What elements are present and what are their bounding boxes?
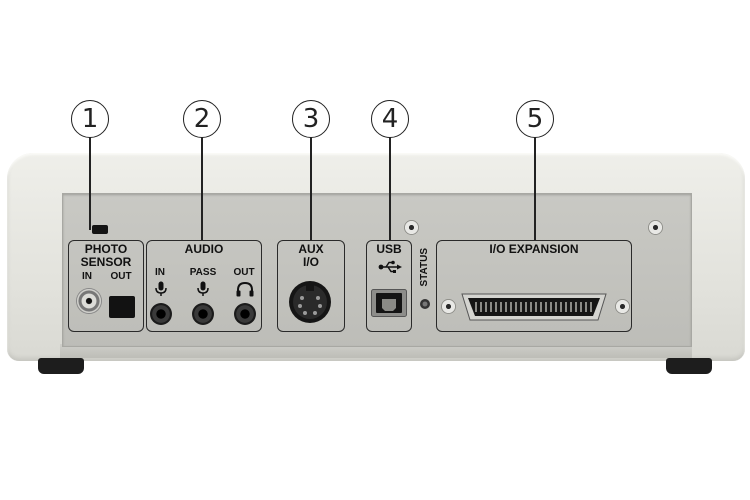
callout-1-leader [89, 136, 91, 230]
usb-title: USB [376, 242, 402, 256]
audio-out-jack[interactable] [234, 303, 256, 325]
io-expansion-title: I/O EXPANSION [489, 242, 579, 256]
photo-sensor-panel [68, 240, 144, 332]
photo-sensor-title: PHOTO SENSOR [68, 243, 144, 268]
aux-io-title: AUX I/O [277, 243, 345, 268]
callout-5: 5 [516, 100, 554, 138]
audio-panel [146, 240, 262, 332]
status-led [420, 299, 430, 309]
status-label: STATUS [418, 248, 430, 287]
chassis-lip [60, 344, 692, 358]
callout-2: 2 [183, 100, 221, 138]
foot-right [666, 358, 712, 374]
photo-sensor-in-bnc-port[interactable] [77, 289, 101, 313]
callout-3-leader [310, 136, 312, 240]
photo-sensor-toggle[interactable] [92, 225, 108, 234]
foot-left [38, 358, 84, 374]
usb-panel [366, 240, 412, 332]
photo-sensor-out-label: OUT [110, 271, 132, 282]
aux-io-title-line2: I/O [302, 254, 319, 269]
headphones-icon [236, 281, 254, 297]
microphone-icon [155, 281, 167, 296]
audio-pass-jack[interactable] [192, 303, 214, 325]
callout-5-leader [534, 136, 536, 240]
usb-symbol-icon [378, 260, 402, 273]
plate-screw-2 [648, 220, 663, 235]
io-expansion-panel [436, 240, 632, 332]
microphone-pass-icon [197, 281, 209, 296]
audio-pass-label: PASS [189, 267, 217, 278]
io-expansion-screw-left [441, 299, 456, 314]
photo-sensor-in-label: IN [82, 271, 92, 282]
photo-sensor-out-port[interactable] [109, 296, 135, 318]
aux-io-panel [277, 240, 345, 332]
audio-title: AUDIO [184, 242, 224, 256]
audio-in-label: IN [155, 267, 165, 278]
callout-1: 1 [71, 100, 109, 138]
photo-sensor-title-line2: SENSOR [80, 254, 132, 269]
audio-out-label: OUT [233, 267, 255, 278]
aux-mini-din-port[interactable] [288, 280, 332, 324]
photo-sensor-title-line1: PHOTO [84, 242, 128, 256]
aux-io-title-line1: AUX [298, 242, 324, 256]
callout-2-leader [201, 136, 203, 240]
callout-4: 4 [371, 100, 409, 138]
plate-screw-1 [404, 220, 419, 235]
io-expansion-connector[interactable] [460, 290, 608, 324]
callout-4-leader [389, 136, 391, 240]
io-expansion-screw-right [615, 299, 630, 314]
usb-b-port[interactable] [371, 289, 407, 317]
audio-in-jack[interactable] [150, 303, 172, 325]
callout-3: 3 [292, 100, 330, 138]
